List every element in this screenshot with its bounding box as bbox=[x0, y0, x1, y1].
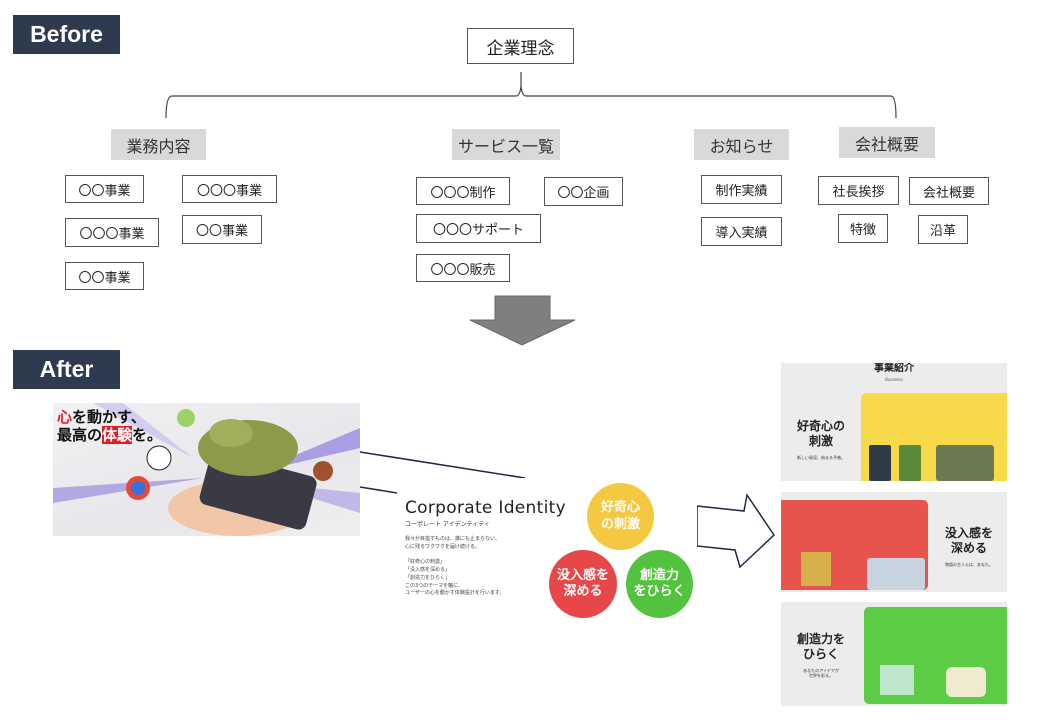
panel-immersion: 没入感を 深める 物語の主人公は、あなた。 bbox=[781, 492, 1007, 592]
item-company-3: 特徴 bbox=[838, 214, 888, 243]
panel-heading: 好奇心の 刺激 bbox=[796, 419, 845, 448]
hero-screenshot: 心を動かす、 最高の体験を。 bbox=[53, 403, 360, 536]
card-illustration bbox=[880, 665, 914, 695]
panel-creativity: 創造力を ひらく あなたのアイデアが 世界を彩る。 bbox=[781, 602, 1007, 706]
hero-tagline-accent-1: 心 bbox=[57, 408, 73, 426]
card-image bbox=[867, 558, 925, 590]
item-service-4: 〇〇〇販売 bbox=[416, 254, 510, 282]
panel-card-area bbox=[861, 393, 1007, 481]
panel-curiosity: 事業紹介 Business 好奇心の 刺激 新しい発見、始まる予感。 bbox=[781, 363, 1007, 481]
item-service-2: 〇〇企画 bbox=[544, 177, 623, 206]
ci-subtitle: コーポレート アイデンティティ bbox=[405, 521, 490, 528]
item-news-2: 導入実績 bbox=[701, 217, 782, 246]
card-image bbox=[936, 445, 994, 481]
hero-tagline-line2b: を。 bbox=[132, 426, 163, 444]
panel-card-area bbox=[864, 607, 1007, 704]
item-business-4: 〇〇事業 bbox=[182, 215, 262, 244]
hero-illustration bbox=[53, 403, 360, 536]
card-image bbox=[899, 445, 921, 481]
panel-card-area bbox=[781, 500, 928, 590]
category-news: お知らせ bbox=[694, 129, 789, 160]
panel-heading: 没入感を 深める bbox=[944, 526, 993, 555]
item-company-4: 沿革 bbox=[918, 215, 968, 244]
root-node-corporate-philosophy: 企業理念 bbox=[467, 28, 574, 64]
item-company-1: 社長挨拶 bbox=[818, 176, 899, 205]
ci-title: Corporate Identity bbox=[405, 498, 566, 518]
panel-heading: 創造力を ひらく bbox=[796, 632, 845, 661]
item-business-1: 〇〇事業 bbox=[65, 175, 144, 203]
connector-line bbox=[359, 486, 398, 494]
before-label: Before bbox=[13, 15, 120, 54]
item-service-3: 〇〇〇サポート bbox=[416, 214, 541, 243]
connector-line bbox=[359, 451, 526, 479]
circle-curiosity: 好奇心 の刺激 bbox=[587, 483, 654, 550]
down-arrow-icon bbox=[469, 295, 576, 346]
item-business-5: 〇〇事業 bbox=[65, 262, 144, 290]
panel-caption: 新しい発見、始まる予感。 bbox=[797, 455, 845, 460]
circle-creativity: 創造力 をひらく bbox=[626, 550, 693, 618]
panel-caption: あなたのアイデアが 世界を彩る。 bbox=[803, 668, 839, 678]
card-illustration bbox=[946, 667, 986, 697]
after-label: After bbox=[13, 350, 120, 389]
category-services: サービス一覧 bbox=[452, 129, 560, 160]
category-business: 業務内容 bbox=[111, 129, 206, 160]
item-business-2: 〇〇〇事業 bbox=[182, 175, 277, 203]
card-image bbox=[801, 552, 831, 586]
item-business-3: 〇〇〇事業 bbox=[65, 218, 159, 247]
item-news-1: 制作実績 bbox=[701, 175, 782, 204]
hero-tagline-line1: を動かす、 bbox=[72, 408, 146, 426]
card-image bbox=[869, 445, 891, 481]
hero-tagline-line2a: 最高の bbox=[57, 426, 103, 444]
hero-tagline: 心を動かす、 最高の体験を。 bbox=[57, 408, 162, 444]
item-company-2: 会社概要 bbox=[909, 177, 989, 205]
corporate-identity-section: Corporate Identity コーポレート アイデンティティ 我々が目指… bbox=[397, 478, 697, 620]
category-company: 会社概要 bbox=[839, 127, 935, 158]
right-arrow-icon bbox=[696, 493, 775, 569]
panel-section-title: 事業紹介 bbox=[874, 363, 914, 374]
circle-immersion: 没入感を 深める bbox=[549, 550, 617, 618]
panel-section-sub: Business bbox=[885, 377, 903, 382]
panel-caption: 物語の主人公は、あなた。 bbox=[945, 562, 993, 567]
item-service-1: 〇〇〇制作 bbox=[416, 177, 510, 205]
ci-body: 我々が目指すものは、誰にも止まらない、 心に残るワクワクを届け続ける。 「好奇心… bbox=[405, 536, 505, 597]
hero-tagline-accent-2: 体験 bbox=[102, 426, 133, 444]
